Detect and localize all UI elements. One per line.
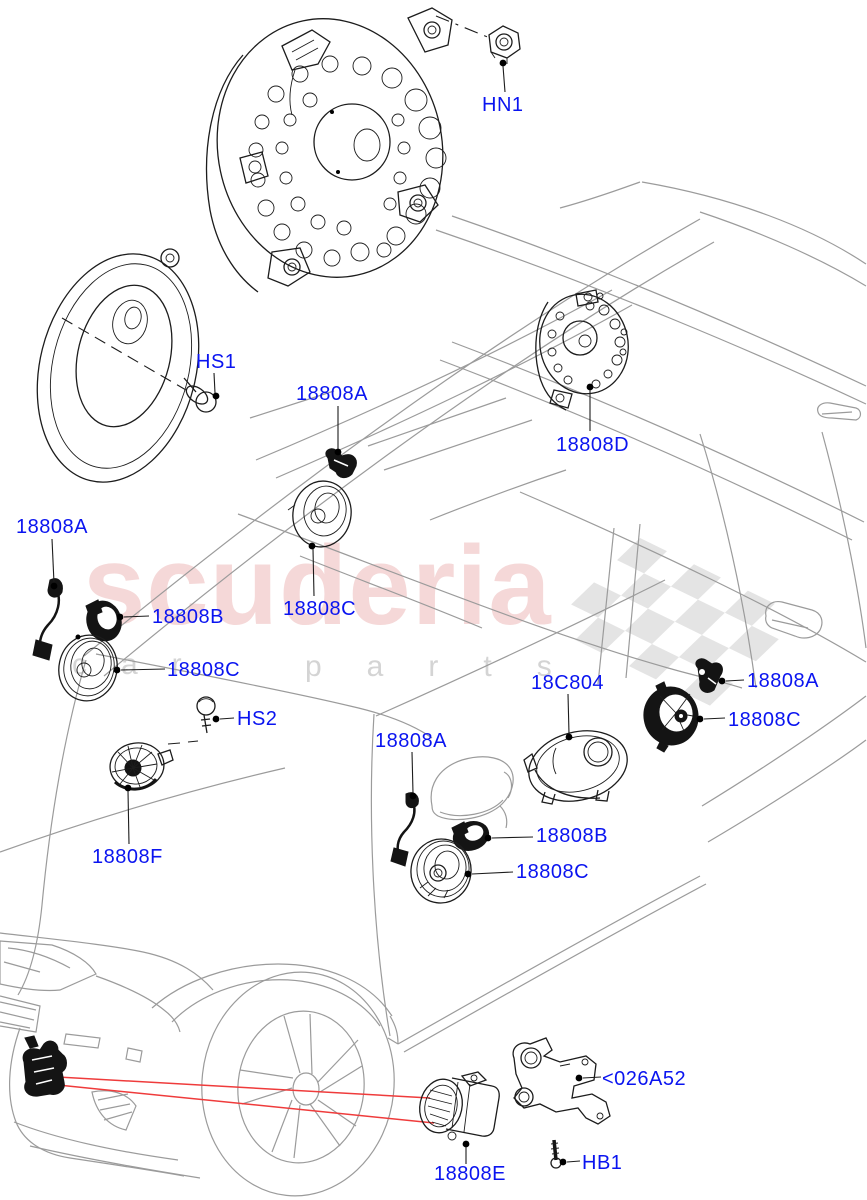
door-wire-18808a-art [390,792,419,867]
rear-subwoofer-18c804-art [523,730,628,805]
bottom-speaker-18808e-art [419,1071,500,1141]
car-outline [0,181,867,1197]
left-wire-18808a-art [32,578,63,661]
part-label-18c804[interactable]: 18C804 [531,672,605,694]
part-label-hb1[interactable]: HB1 [582,1152,623,1174]
door-speaker-18808c-art [410,838,472,904]
front-woofer-art [36,248,200,483]
part-label-18808f[interactable]: 18808F [92,846,163,868]
part-label-18808a-1[interactable]: 18808A [296,383,368,405]
part-label-026a52[interactable]: <026A52 [602,1068,687,1090]
watermark-brand-text: scuderia [83,523,552,648]
part-label-18808e[interactable]: 18808E [434,1163,506,1185]
part-label-18808d[interactable]: 18808D [556,434,630,456]
part-label-hs1[interactable]: HS1 [196,351,237,373]
bracket-026a52-art [512,1037,611,1125]
roof-speaker-holes [547,292,628,389]
hn1-nut-art [488,25,521,64]
hs1-screw-art [61,317,217,413]
part-label-hs2[interactable]: HS2 [237,708,278,730]
hb1-bolt-art [550,1139,562,1169]
hs2-screw-art [167,696,216,745]
part-label-18808c-1[interactable]: 18808C [167,659,241,681]
watermark-tagline-right: parts [305,650,597,683]
rear-bracket-18808a-art [695,658,723,693]
front-sounder-art [22,1035,67,1097]
dash-speaker-art [287,448,357,548]
part-label-18808c-4[interactable]: 18808C [516,861,590,883]
part-label-18808a-3[interactable]: 18808A [747,670,819,692]
part-label-18808b-1[interactable]: 18808B [152,606,224,628]
left-speaker-18808c-art [58,634,118,702]
part-label-18808c-2[interactable]: 18808C [283,598,357,620]
hood-speaker-18808f-art [109,742,174,791]
rear-speaker-18808c-art [643,681,699,753]
enclosure-holes [248,55,447,267]
part-label-18808c-3[interactable]: 18808C [728,709,802,731]
roof-speaker-18808d-art [535,289,629,411]
part-label-18808a-2[interactable]: 18808A [16,516,88,538]
part-label-18808a-4[interactable]: 18808A [375,730,447,752]
left-tweeter-18808b-art [85,599,122,642]
part-label-hn1[interactable]: HN1 [482,94,524,116]
subwoofer-enclosure-art [205,7,453,293]
leader-lines [50,15,745,1166]
red-leader-lines [57,1076,435,1124]
part-label-18808b-2[interactable]: 18808B [536,825,608,847]
